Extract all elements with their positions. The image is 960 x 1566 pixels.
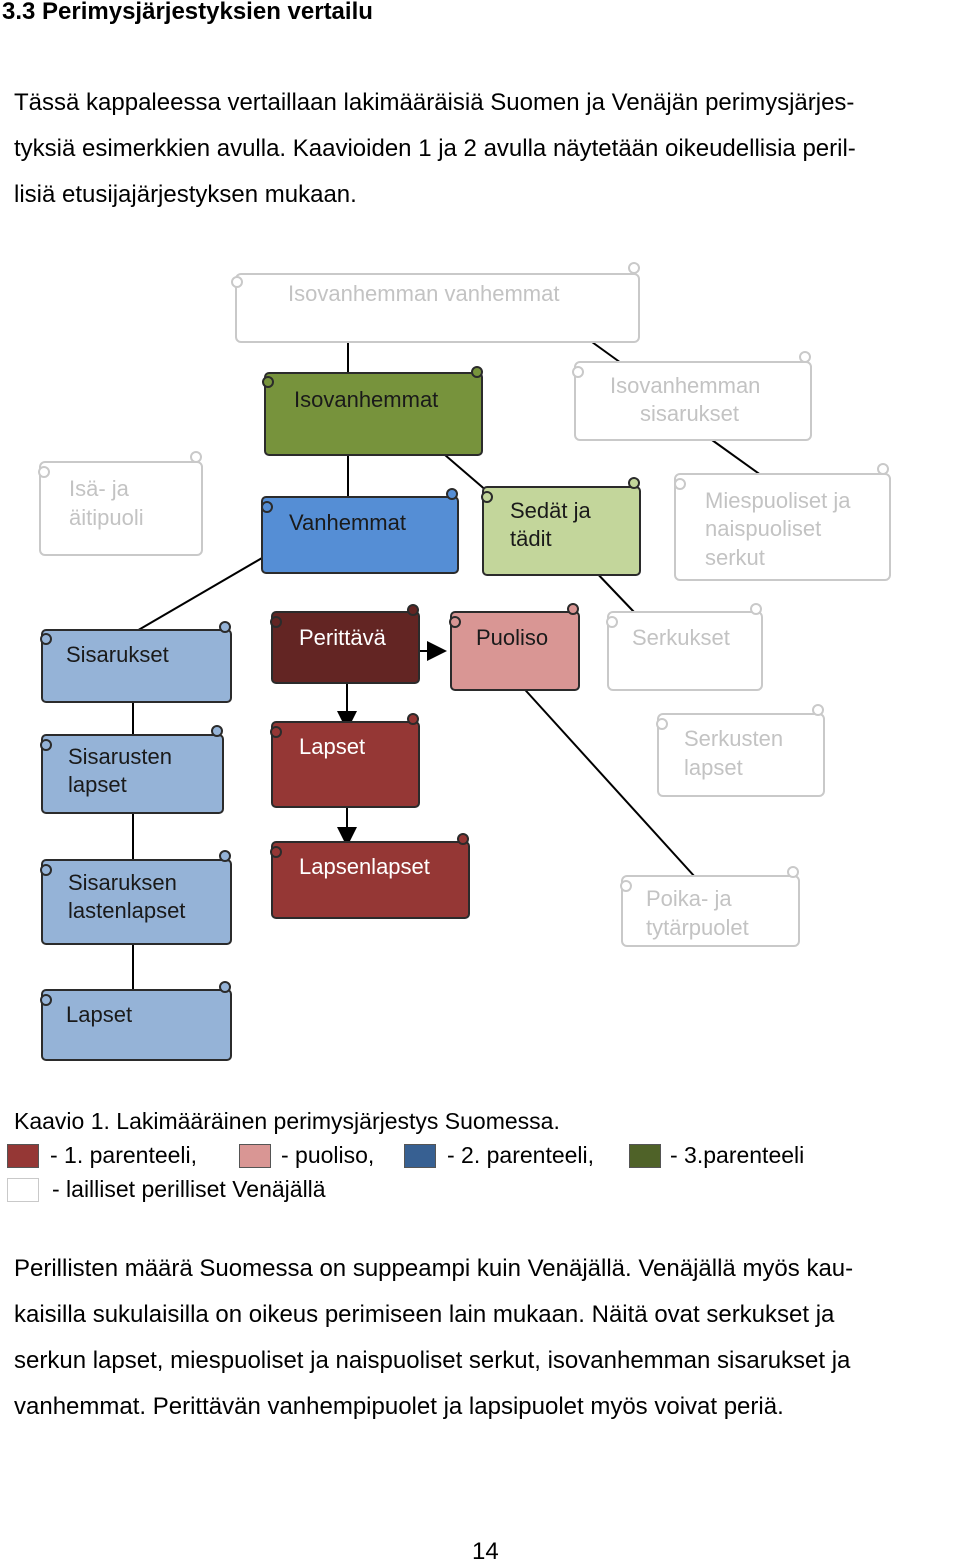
legend-swatch-spouse (239, 1144, 271, 1168)
node-vanhemmat: Vanhemmat (261, 488, 459, 574)
page-number: 14 (472, 1538, 499, 1565)
node-label: Miespuoliset ja (705, 488, 851, 513)
node-label: Lapsenlapset (299, 854, 430, 879)
node-lapsenlapset: Lapsenlapset (270, 833, 470, 919)
legend-swatch-second-parentela (404, 1144, 436, 1168)
node-label: naispuoliset (705, 516, 821, 541)
legend-swatch-first-parentela (7, 1144, 39, 1168)
node-label: Sedät ja (510, 498, 591, 523)
node-label: äitipuoli (69, 505, 144, 530)
connector (444, 454, 489, 493)
figure-caption: Kaavio 1. Lakimääräinen perimysjärjestys… (14, 1108, 560, 1134)
node-isovanhemman-sisarukset: Isovanhemman sisarukset (572, 351, 812, 441)
node-label: Isovanhemman vanhemmat (288, 281, 559, 306)
legend-row-2: - lailliset perilliset Venäjällä (0, 1176, 960, 1206)
node-lapset: Lapset (270, 713, 420, 808)
node-label: Perittävä (299, 625, 387, 650)
node-label: Lapset (299, 734, 365, 759)
node-serkusten-lapset: Serkusten lapset (656, 704, 825, 797)
node-label: Isovanhemmat (294, 387, 438, 412)
node-label: serkut (705, 545, 765, 570)
body-line: vanhemmat. Perittävän vanhempipuolet ja … (14, 1393, 784, 1420)
intro-line: lisiä etusijajärjestyksen mukaan. (14, 181, 357, 208)
node-label: Serkusten (684, 726, 783, 751)
node-label: Lapset (66, 1002, 132, 1027)
node-label: Sisaruksen (68, 870, 177, 895)
node-sedat-ja-tadit: Sedät ja tädit (481, 477, 641, 576)
legend-swatch-third-parentela (629, 1144, 661, 1168)
node-isovanhemman-vanhemmat: Isovanhemman vanhemmat (231, 262, 640, 343)
intro-line: tyksiä esimerkkien avulla. Kaavioiden 1 … (14, 135, 856, 162)
legend-label: - lailliset perilliset Venäjällä (52, 1176, 326, 1202)
node-label: tädit (510, 526, 552, 551)
body-line: kaisilla sukulaisilla on oikeus perimise… (14, 1301, 835, 1328)
node-label: tytärpuolet (646, 915, 749, 940)
node-label: Isä- ja (69, 476, 130, 501)
section-heading: 3.3 Perimysjärjestyksien vertailu (2, 0, 373, 25)
node-label: Serkukset (632, 625, 730, 650)
body-paragraph: Perillisten määrä Suomessa on suppeampi … (14, 1246, 958, 1430)
legend-label: - 2. parenteeli, (447, 1142, 595, 1168)
legend-label: - puoliso, (281, 1142, 375, 1168)
node-puoliso: Puoliso (449, 603, 580, 691)
body-line: Perillisten määrä Suomessa on suppeampi … (14, 1255, 854, 1282)
node-label: lapset (684, 755, 743, 780)
node-label: lastenlapset (68, 898, 185, 923)
node-sisarus-lapset-bottom: Lapset (40, 981, 232, 1061)
node-sisaruksen-lastenlapset: Sisaruksen lastenlapset (40, 850, 232, 945)
node-label: lapset (68, 772, 127, 797)
node-label: Sisarusten (68, 744, 172, 769)
node-sisarukset: Sisarukset (40, 621, 232, 703)
legend-row-1: - 1. parenteeli, - puoliso, - 2. parente… (0, 1142, 960, 1172)
node-miespuoliset-ja-naispuoliset-serkut: Miespuoliset ja naispuoliset serkut (674, 463, 891, 581)
node-perittava: Perittävä (270, 604, 420, 684)
inheritance-diagram: Isovanhemman vanhemmat Isovanhemmat Isov… (38, 262, 891, 1061)
legend-label: - 3.parenteeli (670, 1142, 805, 1168)
body-line: serkun lapset, miespuoliset ja naispuoli… (14, 1347, 851, 1374)
legend-label: - 1. parenteeli, (50, 1142, 198, 1168)
node-label: Poika- ja (646, 886, 732, 911)
legend-swatch-russia (7, 1178, 39, 1202)
node-label: Isovanhemman (610, 373, 760, 398)
connector (134, 557, 263, 633)
connector (711, 439, 766, 479)
node-poika-ja-tytarpuolet: Poika- ja tytärpuolet (620, 866, 800, 947)
node-sisarusten-lapset: Sisarusten lapset (40, 725, 224, 814)
node-isovanhemmat: Isovanhemmat (262, 366, 483, 456)
intro-line: Tässä kappaleessa vertaillaan lakimääräi… (14, 89, 855, 116)
node-serkukset: Serkukset (606, 603, 763, 691)
node-label: Puoliso (476, 625, 548, 650)
node-isa-ja-aitipuoli: Isä- ja äitipuoli (38, 451, 203, 556)
node-label: sisarukset (640, 401, 739, 426)
intro-paragraph: Tässä kappaleessa vertaillaan lakimääräi… (14, 80, 954, 218)
connector (517, 681, 706, 889)
node-label: Sisarukset (66, 642, 169, 667)
node-label: Vanhemmat (289, 510, 406, 535)
